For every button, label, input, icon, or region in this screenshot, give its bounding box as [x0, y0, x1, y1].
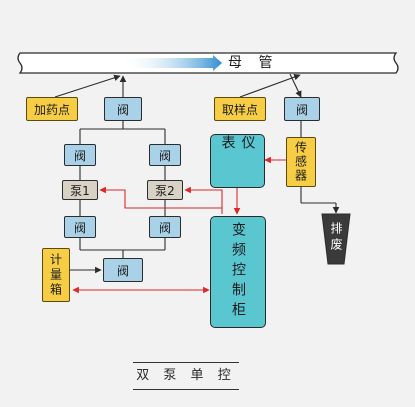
- valve-bottom: 阀: [103, 258, 143, 282]
- pump-1-box: 泵1: [62, 180, 98, 200]
- valve-left-upper: 阀: [64, 144, 96, 166]
- valve-bottom-label: 阀: [116, 263, 129, 278]
- valve-sampling: 阀: [284, 97, 320, 121]
- sensor-label: 传感器: [293, 141, 308, 183]
- vfd-cabinet-label: 变频控制柜: [230, 222, 246, 322]
- valve-left-lower-label: 阀: [73, 220, 86, 235]
- drain-label: 排废: [329, 222, 343, 254]
- dosing-point-box: 加药点: [26, 97, 78, 121]
- metering-tank-label: 计量箱: [48, 252, 63, 298]
- meter-box: 仪表: [210, 134, 265, 188]
- valve-left-lower: 阀: [64, 216, 96, 238]
- pump-2-label: 泵2: [155, 183, 175, 198]
- main-pipe-label: 母 管: [228, 55, 279, 71]
- dosing-point-label: 加药点: [33, 102, 70, 117]
- sampling-point-box: 取样点: [214, 97, 266, 121]
- valve-top-label: 阀: [116, 102, 129, 117]
- pump-2-box: 泵2: [147, 180, 183, 200]
- diagram-caption: 双 泵 单 控: [133, 362, 239, 390]
- main-pipe: [17, 52, 399, 74]
- valve-right-lower-label: 阀: [158, 220, 171, 235]
- drain-vessel: [321, 213, 351, 265]
- valve-left-upper-label: 阀: [73, 148, 86, 163]
- vfd-cabinet-box: 变频控制柜: [210, 216, 266, 328]
- sensor-box: 传感器: [286, 137, 316, 187]
- pump-1-label: 泵1: [70, 183, 90, 198]
- sampling-point-label: 取样点: [221, 102, 258, 117]
- valve-sampling-label: 阀: [295, 102, 308, 117]
- meter-label: 仪表: [219, 135, 256, 163]
- valve-right-upper: 阀: [149, 144, 181, 166]
- valve-right-upper-label: 阀: [158, 148, 171, 163]
- valve-top: 阀: [104, 97, 142, 121]
- metering-tank-box: 计量箱: [42, 248, 70, 302]
- flow-direction-arrow: [120, 55, 222, 71]
- valve-right-lower: 阀: [149, 216, 181, 238]
